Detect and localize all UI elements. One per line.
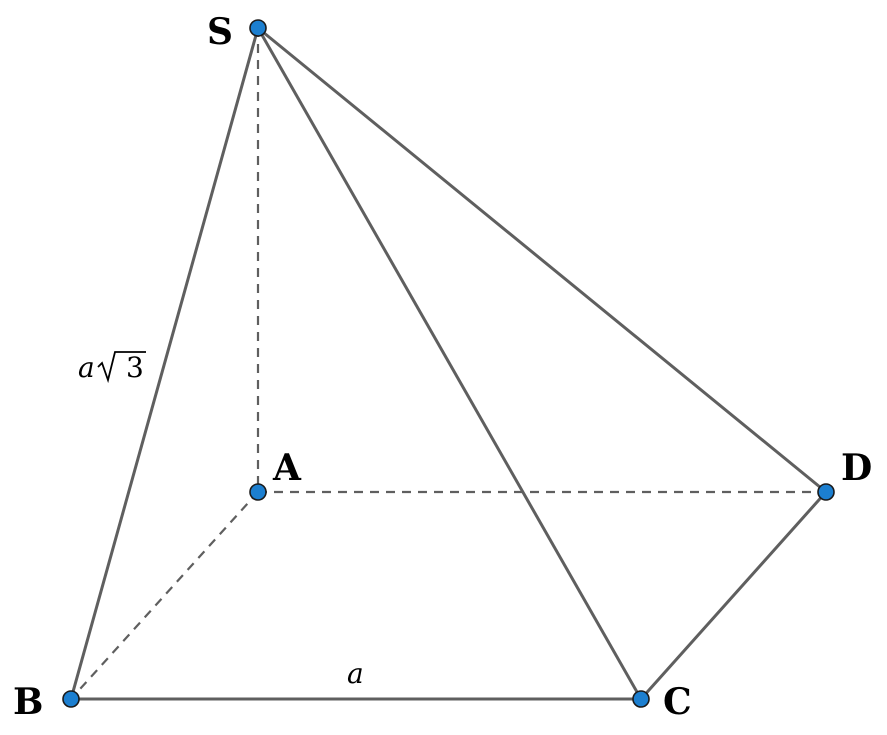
vertex-C xyxy=(632,690,650,708)
edge-label-SB-radicand: 3 xyxy=(126,351,144,384)
vertex-D xyxy=(817,483,835,501)
label-S: S xyxy=(207,11,233,53)
vertex-S xyxy=(249,19,267,37)
label-B: B xyxy=(13,681,43,723)
edge-SD xyxy=(257,26,827,494)
edge-label-SB-var: a xyxy=(78,351,95,384)
edge-CD xyxy=(639,491,828,700)
label-C: C xyxy=(663,681,692,723)
vertex-B xyxy=(62,690,80,708)
edge-label-SB: a 3 xyxy=(78,351,146,384)
edge-AB xyxy=(70,491,259,700)
edge-SC xyxy=(256,27,643,700)
edge-SB xyxy=(69,27,260,700)
vertex-A xyxy=(249,483,267,501)
label-D: D xyxy=(841,447,872,489)
edge-label-BC: a xyxy=(347,657,364,690)
label-A: A xyxy=(272,447,302,489)
sqrt-icon xyxy=(97,351,146,384)
